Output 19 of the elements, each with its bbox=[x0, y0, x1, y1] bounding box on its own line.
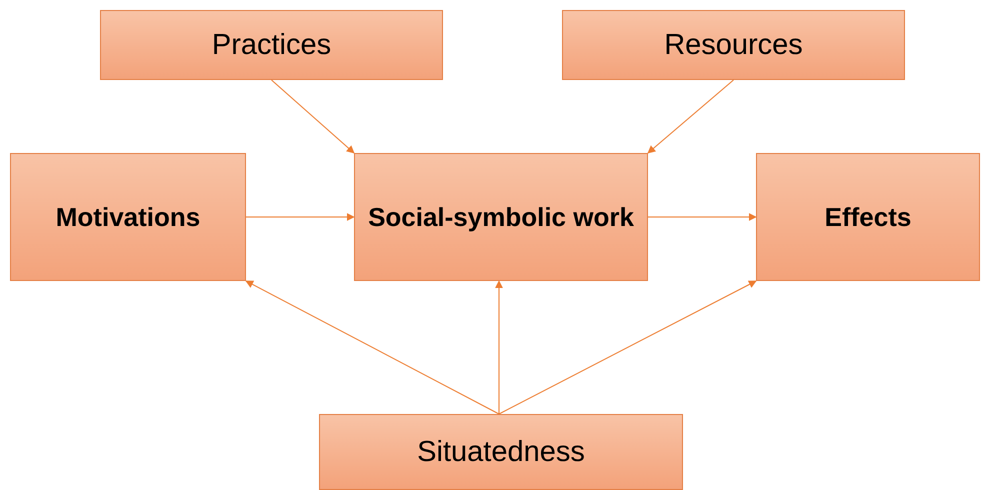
arrow bbox=[647, 80, 734, 154]
process-box bbox=[319, 414, 683, 490]
arrow bbox=[246, 213, 355, 221]
process-box bbox=[10, 153, 246, 281]
box-label: Motivations bbox=[56, 200, 200, 234]
box-label: Social-symbolic work bbox=[368, 200, 634, 234]
arrow bbox=[245, 280, 500, 414]
arrow bbox=[498, 280, 757, 414]
process-box bbox=[562, 10, 905, 80]
arrow bbox=[271, 80, 355, 154]
process-box bbox=[354, 153, 648, 281]
process-box bbox=[100, 10, 443, 80]
process-box bbox=[756, 153, 980, 281]
box-label: Situatedness bbox=[417, 434, 585, 470]
box-label: Resources bbox=[664, 28, 803, 63]
box-label: Practices bbox=[212, 28, 332, 63]
arrow bbox=[495, 280, 503, 414]
arrow bbox=[648, 213, 757, 221]
box-label: Effects bbox=[824, 200, 912, 234]
